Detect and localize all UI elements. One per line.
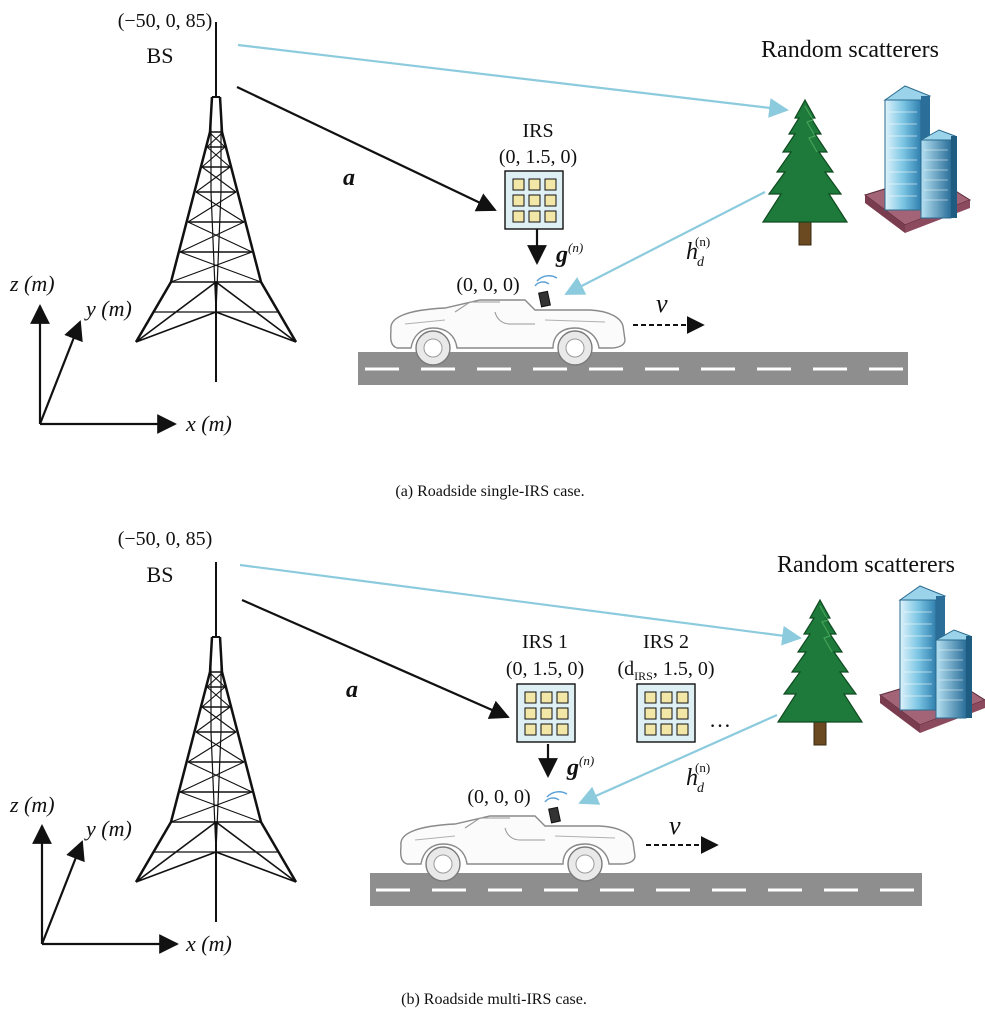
channel-a-label: a	[343, 165, 355, 191]
caption-b: (b) Roadside multi-IRS case.	[401, 991, 587, 1008]
bs-scatterer-link	[239, 563, 802, 646]
irs2-coord-label: (dIRS, 1.5, 0)	[617, 658, 714, 683]
axis-z-label: z (m)	[9, 792, 55, 817]
ellipsis-label: …	[709, 707, 731, 732]
axis-x-label: x (m)	[185, 411, 232, 436]
panel-a: (−50, 0, 85) BS a IRS (0, 1.5, 0) g(n) R…	[9, 10, 971, 500]
irs-coord-label: (0, 1.5, 0)	[499, 146, 577, 168]
channel-h-label: hd(n)	[686, 234, 710, 270]
panel-b: (−50, 0, 85) BS a IRS 1 (0, 1.5, 0) g(n)…	[9, 528, 985, 1008]
irs1-panel-icon	[516, 683, 576, 743]
bs-label: BS	[147, 562, 174, 587]
scatterers-label: Random scatterers	[761, 37, 939, 63]
channel-g-label: g(n)	[555, 240, 583, 268]
scatterers-label: Random scatterers	[777, 552, 955, 578]
scatterer-car-link	[564, 191, 766, 295]
car-coord-label: (0, 0, 0)	[456, 274, 519, 296]
axis-x-label: x (m)	[185, 931, 232, 956]
caption-a: (a) Roadside single-IRS case.	[395, 483, 584, 500]
scatterers-icon	[777, 585, 985, 746]
scatterers-icon	[762, 85, 971, 246]
channel-h-label: hd(n)	[686, 760, 710, 796]
bs-coord-label: (−50, 0, 85)	[118, 10, 213, 32]
car-coord-label: (0, 0, 0)	[467, 786, 530, 808]
irs2-panel-icon	[636, 683, 696, 743]
channel-a-label: a	[346, 677, 358, 703]
bs-irs-link	[241, 598, 510, 719]
irs2-label: IRS 2	[643, 631, 689, 653]
bs-tower-icon	[134, 20, 298, 384]
irs-label: IRS	[522, 120, 553, 142]
axis-y-label: y (m)	[84, 296, 132, 321]
bs-coord-label: (−50, 0, 85)	[118, 528, 213, 550]
axes-b	[32, 824, 179, 954]
irs1-label: IRS 1	[522, 631, 568, 653]
scatterer-car-link	[578, 713, 778, 805]
axes-a	[30, 304, 177, 434]
irs1-coord-label: (0, 1.5, 0)	[506, 658, 584, 680]
channel-g-label: g(n)	[566, 753, 594, 781]
velocity-label: v	[656, 289, 668, 318]
velocity-label: v	[669, 811, 681, 840]
bs-scatterer-link	[237, 43, 789, 118]
bs-label: BS	[147, 43, 174, 68]
bs-irs-link	[236, 86, 497, 212]
irs-panel-icon	[504, 170, 564, 230]
bs-tower-icon	[134, 560, 298, 924]
axis-z-label: z (m)	[9, 271, 55, 296]
axis-y-label: y (m)	[84, 816, 132, 841]
